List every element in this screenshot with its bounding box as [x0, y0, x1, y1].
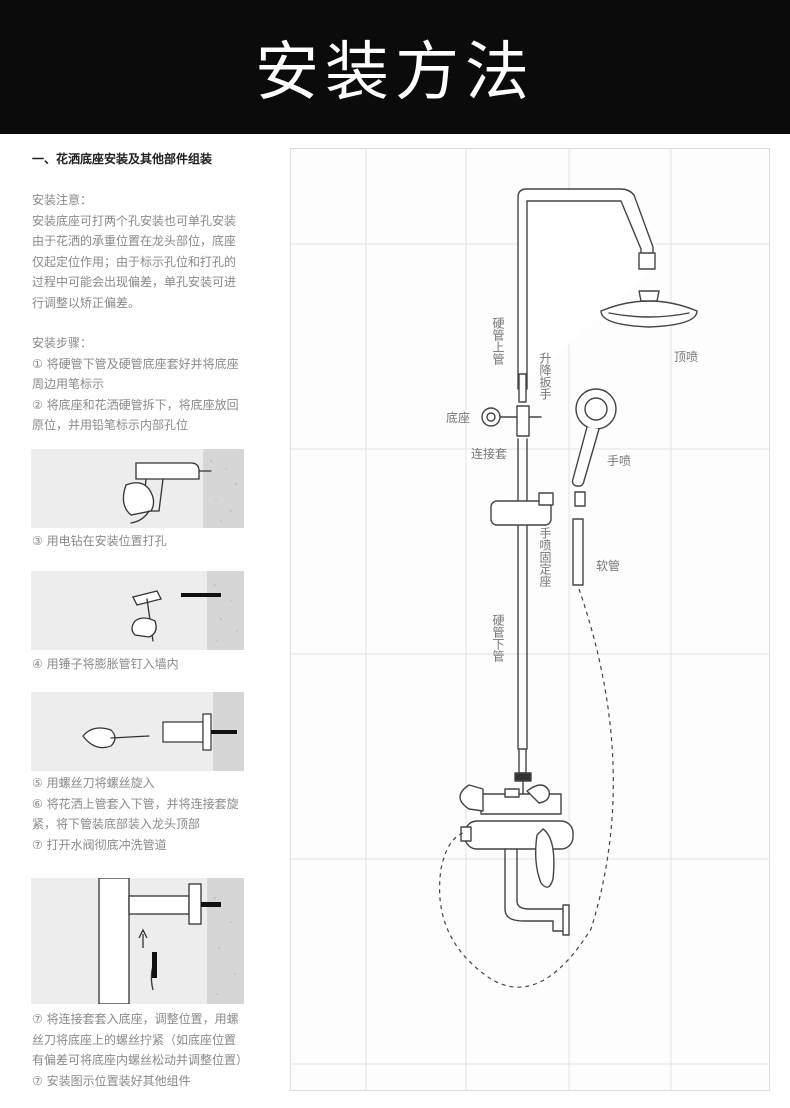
mixer-handle: [534, 828, 555, 888]
top-shower-head: [600, 300, 698, 328]
notes-line: 仅起定位作用；由于标示孔位和打孔的: [32, 254, 237, 269]
notes-line: 由于花洒的承重位置在龙头部位，底座: [32, 234, 237, 248]
hammer-illustration: [31, 571, 244, 650]
final-caption-line: 有偏差可将底座内螺丝松动并调整位置）: [32, 1053, 249, 1067]
label-hand-holder: 手喷固定座: [538, 527, 552, 588]
notes-line: 行调整以矫正偏差。: [32, 295, 141, 310]
label-lift-wrench: 升降扳手: [538, 352, 552, 400]
steps-line: ② 将底座和花洒硬管拆下，将底座放回: [32, 397, 239, 412]
lower-pipe: [517, 438, 528, 750]
final-caption-line: 丝刀将底座上的螺丝拧紧（如底座位置: [32, 1032, 237, 1047]
section-title: 一、花洒底座安装及其他部件组装: [32, 152, 213, 166]
drill-illustration: [31, 449, 244, 528]
steps-line: 原位，并用铅笔标示内部孔位: [32, 418, 189, 432]
final-caption-line: ⑦ 将连接套套入底座，调整位置，用螺: [32, 1012, 239, 1026]
steps-line: ① 将硬管下管及硬管底座套好并将底座: [32, 356, 239, 371]
screw-caption-line: ⑤ 用螺丝刀将螺丝旋入: [32, 776, 155, 790]
drill-caption: ③ 用电钻在安装位置打孔: [32, 534, 167, 548]
notes-line: 过程中可能会出现偏差，单孔安装可进: [32, 275, 237, 289]
notes-heading: 安装注意：: [32, 193, 93, 207]
final-caption: ⑦ 将连接套套入底座，调整位置，用螺 丝刀将底座上的螺丝拧紧（如底座位置 有偏差…: [32, 1009, 248, 1091]
label-top-spray: 顶喷: [674, 350, 698, 364]
installation-notes: 安装注意： 安装底座可打两个孔安装也可单孔安装 由于花洒的承重位置在龙头部位，底…: [32, 190, 236, 313]
hose-dashed-line: [439, 588, 614, 988]
screw-caption-line: ⑦ 打开水阀彻底冲洗管道: [32, 837, 167, 852]
screw-caption: ⑤ 用螺丝刀将螺丝旋入 ⑥ 将花洒上管套入下管，并将连接套旋 紧，将下管装底部装…: [32, 773, 239, 855]
hand-shower-holder: [490, 500, 552, 526]
label-upper-pipe: 硬管上管: [491, 317, 505, 366]
base-fixing-illustration: [31, 878, 244, 1004]
screw-caption-line: ⑥ 将花洒上管套入下管，并将连接套旋: [32, 796, 239, 811]
upper-pipe: [517, 188, 654, 390]
label-hand-shower: 手喷: [607, 454, 631, 468]
page-title: 安装方法: [255, 36, 535, 110]
shower-assembly-diagram: 硬管上管 升降扳手 顶喷 底座 连接套 手喷 手喷固定座 软管 硬管下管: [290, 148, 770, 1091]
final-caption-line: ⑦ 安装图示位置装好其他组件: [32, 1073, 191, 1088]
label-lower-pipe: 硬管下管: [491, 614, 505, 663]
hammer-caption: ④ 用锤子将膨胀管钉入墙内: [32, 657, 179, 671]
screwdriver-illustration: [31, 692, 244, 771]
steps-heading: 安装步骤：: [32, 336, 93, 350]
installation-steps: 安装步骤： ① 将硬管下管及硬管底座套好并将底座 周边用笔标示 ② 将底座和花洒…: [32, 333, 239, 436]
notes-line: 安装底座可打两个孔安装也可单孔安装: [32, 213, 237, 228]
steps-line: 周边用笔标示: [32, 377, 105, 391]
screw-caption-line: 紧，将下管装底部装入龙头顶部: [32, 817, 201, 831]
label-base: 底座: [446, 410, 470, 425]
label-connector: 连接套: [471, 446, 507, 461]
title-banner: 安装方法: [0, 0, 790, 134]
label-hose: 软管: [596, 558, 620, 573]
